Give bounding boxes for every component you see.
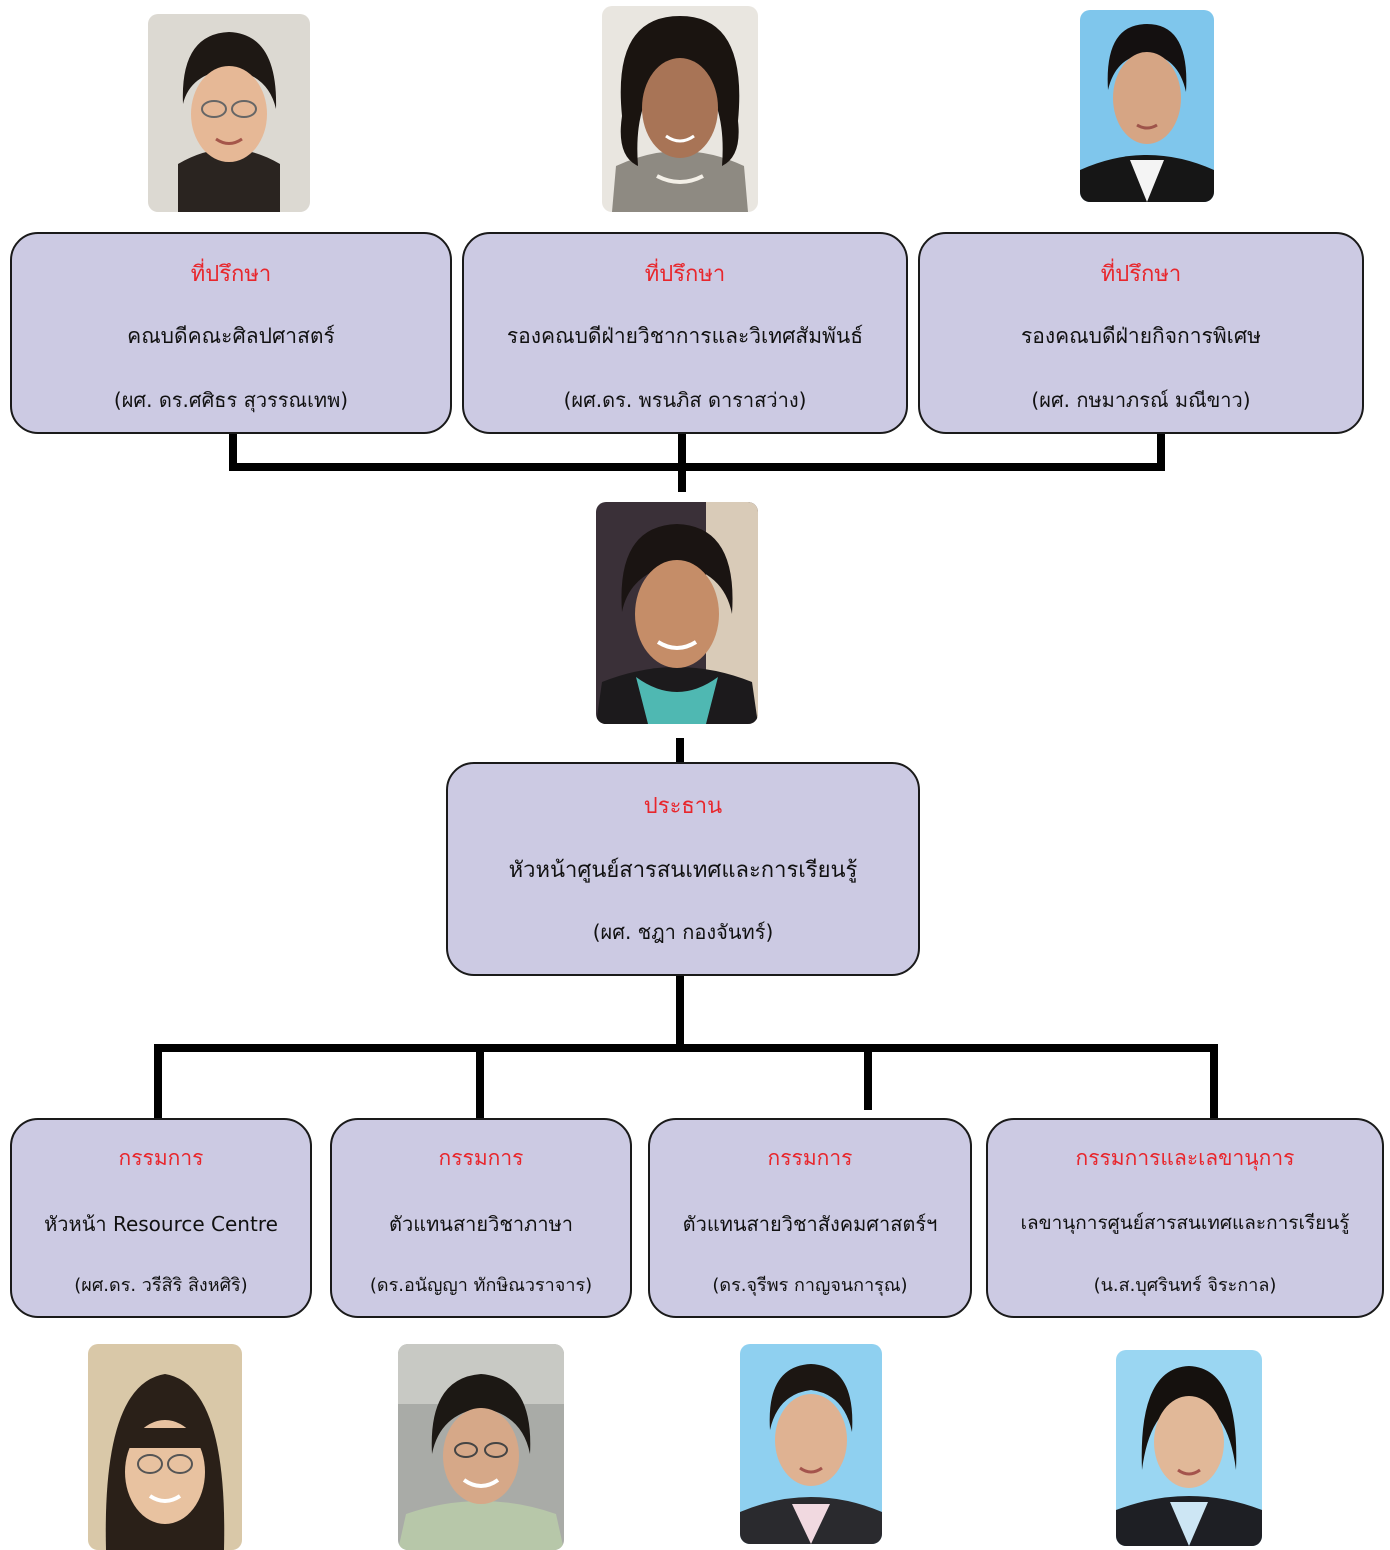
committee-position: หัวหน้า Resource Centre [44, 1212, 278, 1236]
advisor-name: (ผศ.ดร. พรนภิส ดาราสว่าง) [563, 388, 807, 412]
portrait-image [88, 1344, 242, 1550]
advisor-role: ที่ปรึกษา [644, 262, 726, 287]
portrait-image [398, 1344, 564, 1550]
advisor-1-photo [148, 14, 310, 212]
advisor-3-photo [1080, 10, 1214, 202]
advisor-box-2: ที่ปรึกษา รองคณบดีฝ่ายวิชาการและวิเทศสัม… [462, 232, 908, 434]
committee-name: (ผศ.ดร. วรีสิริ สิงหศิริ) [74, 1275, 248, 1296]
committee-role: กรรมการ [118, 1146, 204, 1170]
advisor-position: รองคณบดีฝ่ายวิชาการและวิเทศสัมพันธ์ [506, 324, 864, 348]
chair-photo [596, 502, 758, 724]
committee-box-1: กรรมการ หัวหน้า Resource Centre (ผศ.ดร. … [10, 1118, 312, 1318]
advisor-name: (ผศ. กษมาภรณ์ มณีขาว) [1031, 388, 1251, 412]
committee-role: กรรมการและเลขานุการ [1075, 1146, 1295, 1170]
chair-position: หัวหน้าศูนย์สารสนเทศและการเรียนรู้ [508, 858, 858, 883]
chair-name: (ผศ. ชฎา กองจันทร์) [592, 920, 774, 944]
committee-name: (ดร.อนัญญา ทักษิณวราจาร) [369, 1275, 593, 1296]
advisor-box-1: ที่ปรึกษา คณบดีคณะศิลปศาสตร์ (ผศ. ดร.ศศิ… [10, 232, 452, 434]
advisor-role: ที่ปรึกษา [1100, 262, 1182, 287]
committee-box-2: กรรมการ ตัวแทนสายวิชาภาษา (ดร.อนัญญา ทัก… [330, 1118, 632, 1318]
committee-role: กรรมการ [767, 1146, 853, 1170]
chair-box: ประธาน หัวหน้าศูนย์สารสนเทศและการเรียนรู… [446, 762, 920, 976]
portrait-image [740, 1344, 882, 1544]
advisor-2-photo [602, 6, 758, 212]
committee-4-photo [1116, 1350, 1262, 1546]
advisor-position: คณบดีคณะศิลปศาสตร์ [127, 324, 335, 348]
portrait-image [148, 14, 310, 212]
committee-box-3: กรรมการ ตัวแทนสายวิชาสังคมศาสตร์ฯ (ดร.จุ… [648, 1118, 972, 1318]
committee-box-4: กรรมการและเลขานุการ เลขานุการศูนย์สารสนเ… [986, 1118, 1384, 1318]
portrait-image [596, 502, 758, 724]
portrait-image [1080, 10, 1214, 202]
committee-position: ตัวแทนสายวิชาสังคมศาสตร์ฯ [682, 1212, 938, 1236]
committee-position: เลขานุการศูนย์สารสนเทศและการเรียนรู้ [1020, 1212, 1350, 1234]
portrait-image [1116, 1350, 1262, 1546]
advisor-name: (ผศ. ดร.ศศิธร สุวรรณเทพ) [113, 388, 349, 412]
committee-name: (ดร.จุรีพร กาญจนการุณ) [712, 1275, 908, 1296]
committee-position: ตัวแทนสายวิชาภาษา [389, 1212, 573, 1236]
advisor-position: รองคณบดีฝ่ายกิจการพิเศษ [1020, 324, 1262, 348]
chair-role: ประธาน [643, 794, 723, 819]
committee-name: (น.ส.บุศรินทร์ จิระกาล) [1093, 1275, 1277, 1296]
committee-3-photo [740, 1344, 882, 1544]
committee-role: กรรมการ [438, 1146, 524, 1170]
advisor-box-3: ที่ปรึกษา รองคณบดีฝ่ายกิจการพิเศษ (ผศ. ก… [918, 232, 1364, 434]
portrait-image [602, 6, 758, 212]
committee-2-photo [398, 1344, 564, 1550]
committee-1-photo [88, 1344, 242, 1550]
advisor-role: ที่ปรึกษา [190, 262, 272, 287]
